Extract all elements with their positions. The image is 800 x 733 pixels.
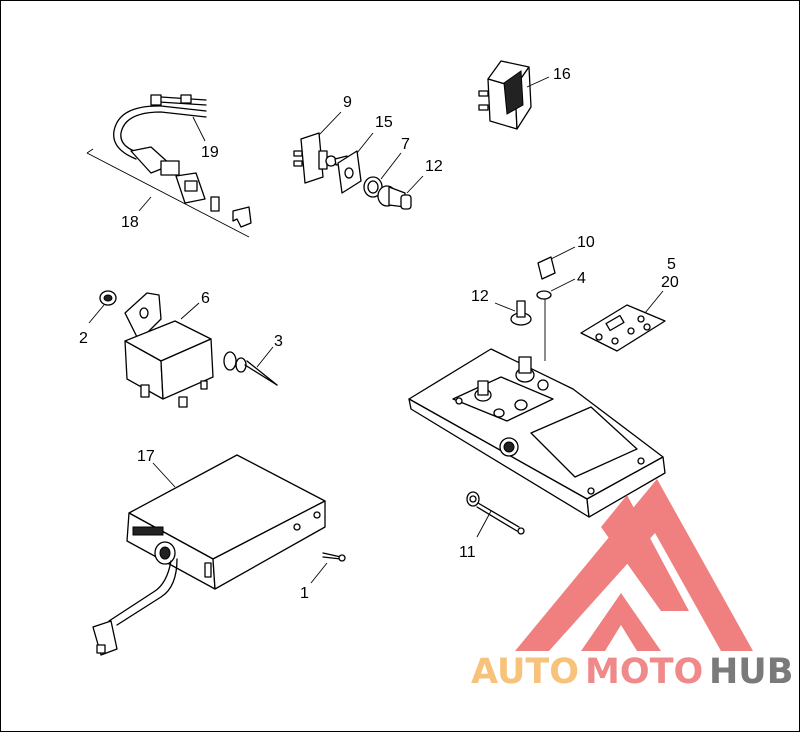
watermark-hub: HUB xyxy=(709,652,793,692)
callout-10: 10 xyxy=(577,234,595,251)
callout-17: 17 xyxy=(137,448,155,465)
watermark-moto: MOTO xyxy=(585,652,703,692)
o-ring-4 xyxy=(536,290,552,300)
callout-9: 9 xyxy=(343,94,352,111)
knob-12 xyxy=(377,185,412,210)
callout-12-panel: 12 xyxy=(471,288,489,305)
ring-7 xyxy=(363,176,383,198)
control-module-17 xyxy=(92,454,326,656)
console-panel xyxy=(408,348,666,518)
callout-7: 7 xyxy=(401,136,410,153)
watermark-text: AUTO MOTO HUB xyxy=(471,652,793,692)
relay-6 xyxy=(124,292,214,408)
callout-3: 3 xyxy=(274,333,283,350)
watermark-logo xyxy=(515,479,753,651)
plate-15 xyxy=(337,150,362,194)
callout-20: 20 xyxy=(661,274,679,291)
watermark-auto: AUTO xyxy=(471,652,579,692)
knob-12-panel xyxy=(510,300,532,326)
callout-4: 4 xyxy=(577,270,586,287)
callout-15: 15 xyxy=(375,114,393,131)
callout-16: 16 xyxy=(553,66,571,83)
callout-6: 6 xyxy=(201,290,210,307)
callout-1: 1 xyxy=(300,585,309,602)
key-11 xyxy=(466,491,525,535)
callout-11: 11 xyxy=(459,544,476,561)
callout-18: 18 xyxy=(121,214,139,231)
screw-1 xyxy=(322,552,346,562)
harness-19 xyxy=(113,94,252,228)
callout-12-top: 12 xyxy=(425,158,443,175)
cap-10 xyxy=(537,256,556,280)
rocker-switch-16 xyxy=(478,60,532,130)
callout-5: 5 xyxy=(667,256,676,273)
decal-5-20 xyxy=(580,304,666,352)
callout-2: 2 xyxy=(79,330,88,347)
screw-3 xyxy=(223,351,278,386)
washer-2 xyxy=(99,290,117,306)
callout-19: 19 xyxy=(201,144,219,161)
